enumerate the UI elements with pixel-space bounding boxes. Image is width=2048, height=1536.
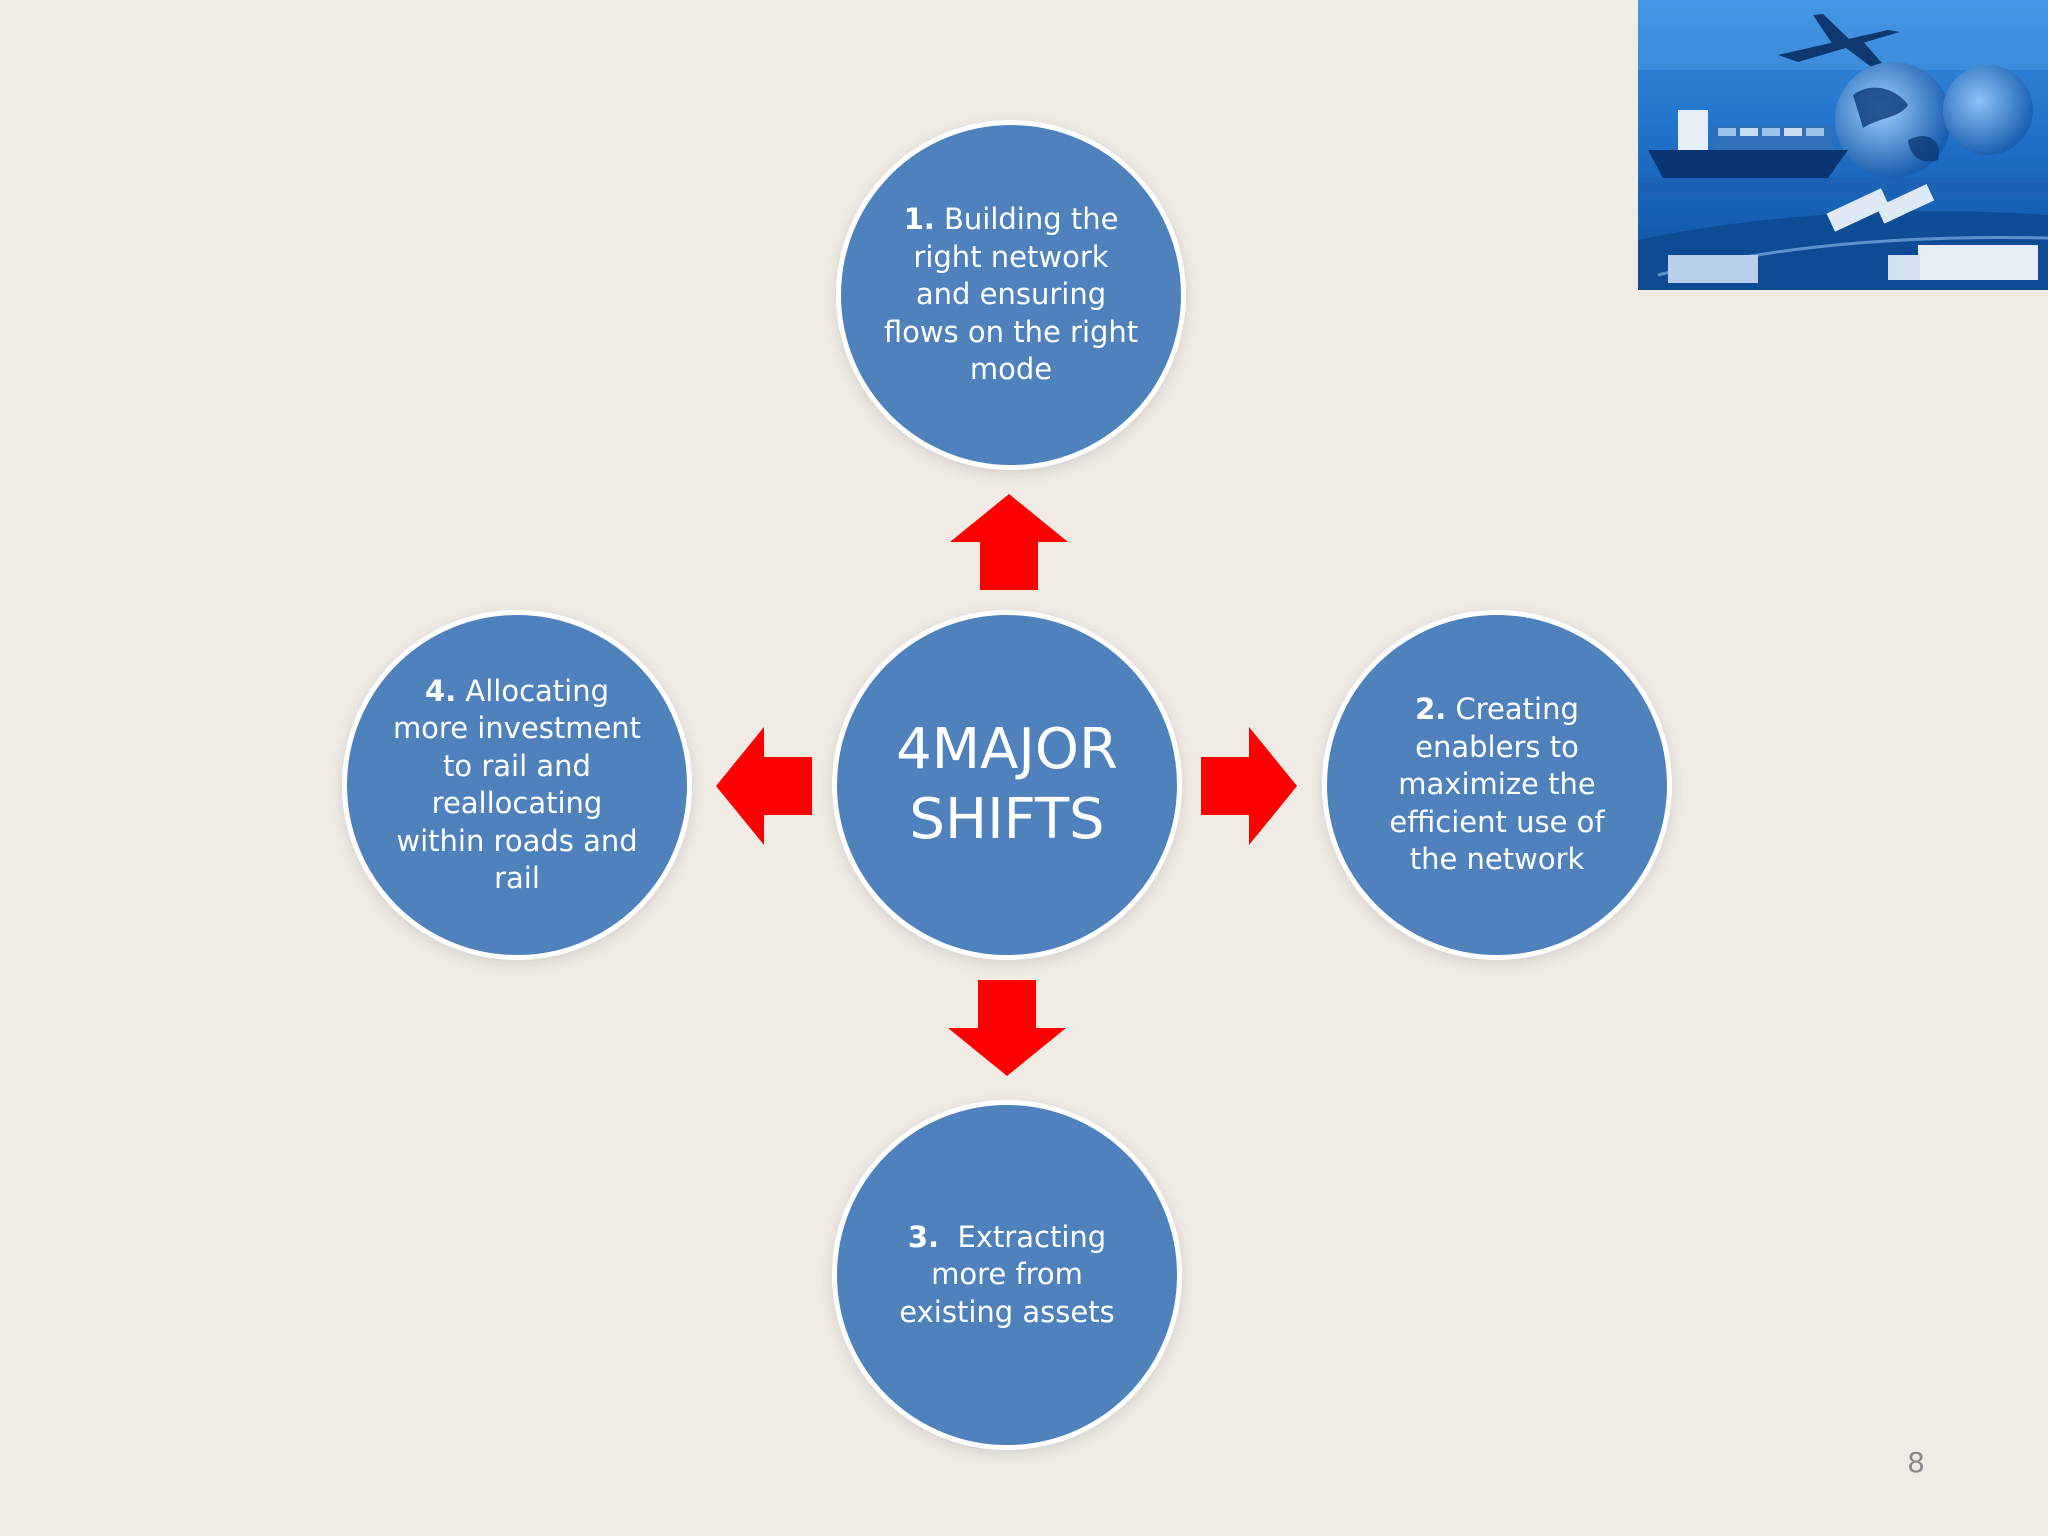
arrow-right-icon bbox=[1201, 727, 1297, 845]
shift-label-3: 3. Extracting more from existing assets bbox=[899, 1219, 1115, 1329]
shift-circle-3: 3. Extracting more from existing assets bbox=[832, 1100, 1182, 1450]
shift-circle-2: 2. Creating enablers to maximize the eff… bbox=[1322, 610, 1672, 960]
shift-label-4: 4. Allocating more investment to rail an… bbox=[392, 673, 642, 896]
shift-label-2: 2. Creating enablers to maximize the eff… bbox=[1389, 692, 1605, 877]
shift-label-1: 1. Building the right network and ensuri… bbox=[883, 202, 1139, 387]
shift-circle-4: 4. Allocating more investment to rail an… bbox=[342, 610, 692, 960]
arrow-up-icon bbox=[950, 494, 1068, 590]
transport-logistics-photo bbox=[1638, 0, 2048, 290]
arrow-down-icon bbox=[948, 980, 1066, 1076]
shift-circle-1: 1. Building the right network and ensuri… bbox=[836, 120, 1186, 470]
center-title: 4MAJOR SHIFTS bbox=[896, 717, 1118, 852]
page-number: 8 bbox=[1907, 1446, 1925, 1479]
center-circle: 4MAJOR SHIFTS bbox=[832, 610, 1182, 960]
arrow-left-icon bbox=[716, 727, 812, 845]
